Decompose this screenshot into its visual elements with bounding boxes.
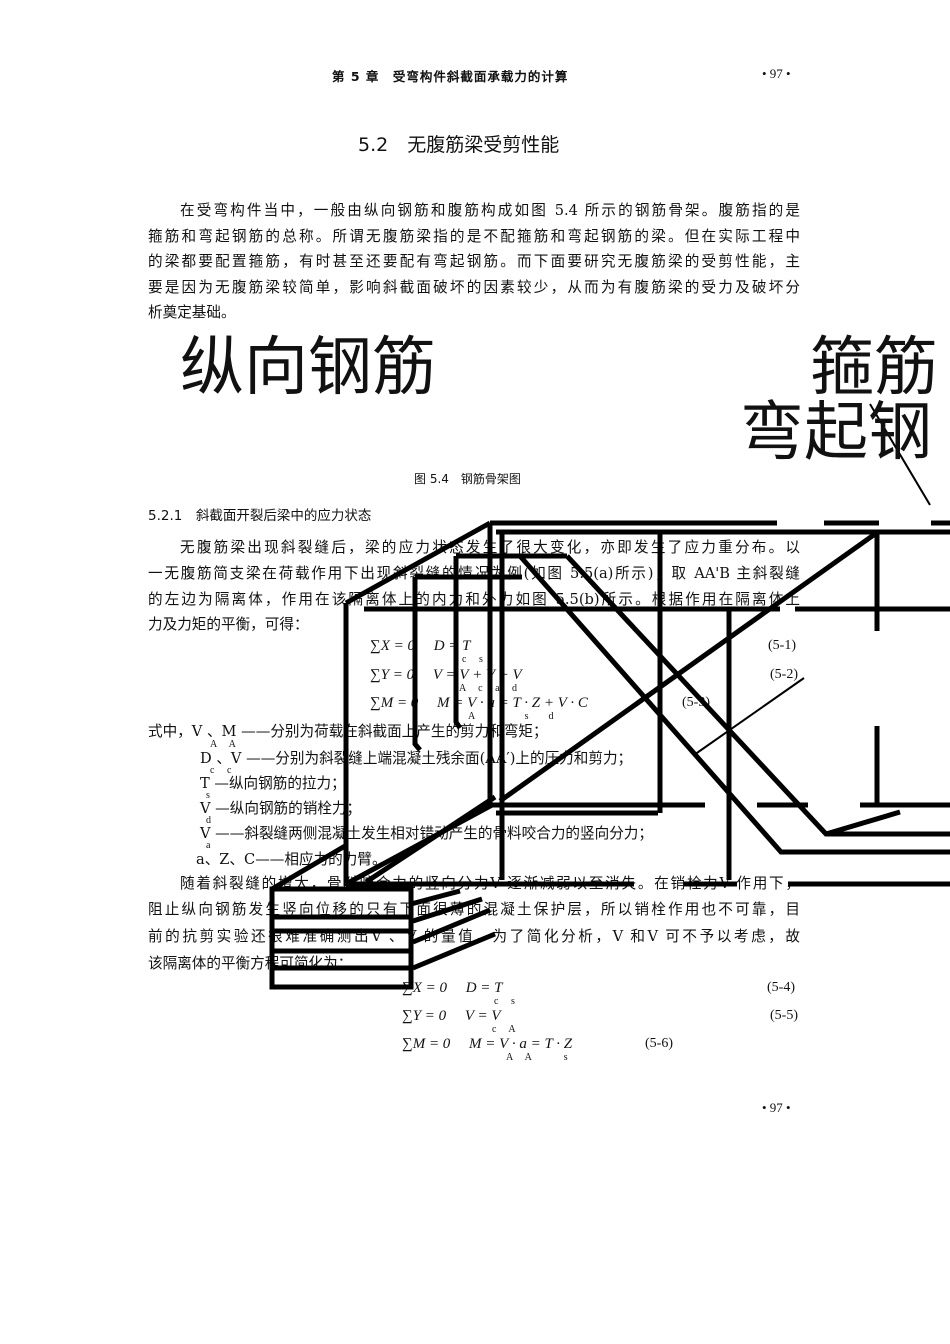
equation-number: (5-1) [768, 638, 796, 653]
text-line: 阻止纵向钢筋发生竖向位移的只有下面很薄的混凝土保护层，所以销栓作用也不可靠，目 [148, 901, 800, 918]
bent-bar-end [825, 809, 901, 837]
label-bent-bar: 弯起钢 [740, 396, 932, 470]
equation-5-5: ∑Y = 0 V = V [402, 1008, 501, 1024]
end-diagonal [364, 794, 497, 885]
definition-line: T —纵向钢筋的拉力； [200, 775, 346, 792]
definition-subscripts: d [206, 815, 211, 826]
equation-5-4: ∑X = 0 D = T [402, 980, 503, 996]
equation-5-1: ∑X = 0 D = T [370, 638, 471, 654]
definition-line: V ——斜裂缝两侧混凝土发生相对错动产生的骨料咬合力的竖向分力； [200, 825, 653, 842]
label-stirrup: 箍筋 [810, 331, 938, 405]
text-line: 要是因为无腹筋梁较简单，影响斜截面破坏的因素较少，从而为有腹筋梁的受力及破坏分 [148, 279, 800, 296]
text-line: 析奠定基础。 [148, 304, 236, 321]
stirrup-diagonal [344, 520, 492, 606]
leader-lines [693, 403, 931, 756]
end-block [269, 886, 414, 990]
definition-subscripts: c c [210, 765, 232, 776]
equation-number: (5-4) [767, 980, 795, 995]
hook [412, 577, 422, 752]
equation-subscripts: A s d [468, 711, 554, 722]
definition-line: D 、V ——分别为斜裂缝上端混凝土残余面(AA′)上的压力和剪力； [200, 750, 633, 767]
subsection-title: 5.2.1 斜截面开裂后梁中的应力状态 [148, 508, 372, 524]
text-line: 的左边为隔离体，作用在该隔离体上的内力和外力如图 5.5(b)所示。根据作用在隔… [148, 591, 800, 608]
rebar-lines [269, 520, 950, 990]
section-title: 5.2 无腹筋梁受剪性能 [358, 134, 560, 156]
definition-subscripts: A A [210, 739, 236, 750]
equation-subscripts: c s [494, 996, 515, 1007]
equation-number: (5-2) [770, 667, 798, 682]
equation-subscripts: A A s [506, 1052, 568, 1063]
end-diagonal [270, 843, 347, 892]
text-line: 箍筋和弯起钢筋的总称。所谓无腹筋梁指的是不配箍筋和弯起钢筋的梁。但在实际工程中 [148, 228, 800, 245]
text-line: 的梁都要配置箍筋，有时甚至还要配有弯起钢筋。而下面要研究无腹筋梁的受剪性能，主 [148, 253, 800, 270]
equation-subscripts: c s [462, 654, 483, 665]
label-longitudinal-bar: 纵向钢筋 [180, 331, 436, 405]
equation-number: (5-5) [770, 1008, 798, 1023]
text-line: 力及力矩的平衡，可得： [148, 616, 309, 633]
bent-bar [565, 554, 950, 837]
page-number-top: • 97 • [762, 66, 791, 81]
definition-line: a、Z、C——相应力的力臂。 [196, 851, 387, 868]
definition-subscripts: s [206, 790, 210, 801]
text-line: 一无腹筋简支梁在荷载作用下出现斜裂缝的情况为例(如图 5.5(a)所示)，取 A… [148, 565, 800, 582]
diagonal-bar [498, 531, 877, 804]
running-header: 第 5 章 受弯构件斜截面承载力的计算 [332, 69, 569, 84]
bent-bar [518, 554, 950, 855]
hook [453, 556, 463, 730]
equation-5-6: ∑M = 0 M = V · a = T · Z [402, 1036, 573, 1052]
equation-5-3: ∑M = 0 M = V · a = T · Z + V · C [370, 695, 588, 711]
page-number-bottom: • 97 • [762, 1100, 791, 1115]
figure-caption: 图 5.4 钢筋骨架图 [414, 472, 521, 486]
definition-subscripts: a [206, 840, 211, 851]
equation-subscripts: c A [492, 1024, 516, 1035]
equation-number: (5-6) [645, 1036, 673, 1051]
definition-line: V —纵向钢筋的销栓力； [200, 800, 362, 817]
equation-5-2: ∑Y = 0 V = V + V + V [370, 667, 522, 683]
text-line: 在受弯构件当中，一般由纵向钢筋和腹筋构成如图 5.4 所示的钢筋骨架。腹筋指的是 [180, 202, 800, 219]
